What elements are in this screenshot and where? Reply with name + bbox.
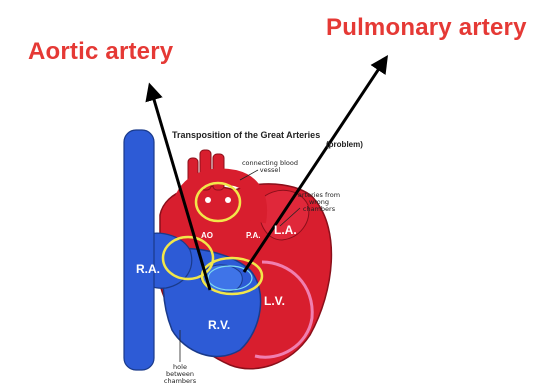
chamber-label-la: L.A. [274,223,297,237]
figure-title: Transposition of the Great Arteries [172,130,320,140]
chamber-label-ao: AO [201,231,213,240]
chamber-label-lv: L.V. [264,294,285,308]
chamber-label-rv: R.V. [208,318,230,332]
note-wrong-chambers: arteries from wrong chambers [296,192,342,213]
chamber-label-ra: R.A. [136,262,160,276]
heart-illustration [124,130,331,370]
figure-subtitle: (problem) [326,140,363,149]
chamber-label-pa: P.A. [246,231,261,240]
aortic-artery-label: Aortic artery [28,38,173,66]
pulmonary-artery-label: Pulmonary artery [326,14,527,42]
vena-cava [124,130,154,370]
note-hole-between-chambers: hole between chambers [160,364,200,385]
note-connecting-vessel: connecting blood vessel [240,160,300,174]
